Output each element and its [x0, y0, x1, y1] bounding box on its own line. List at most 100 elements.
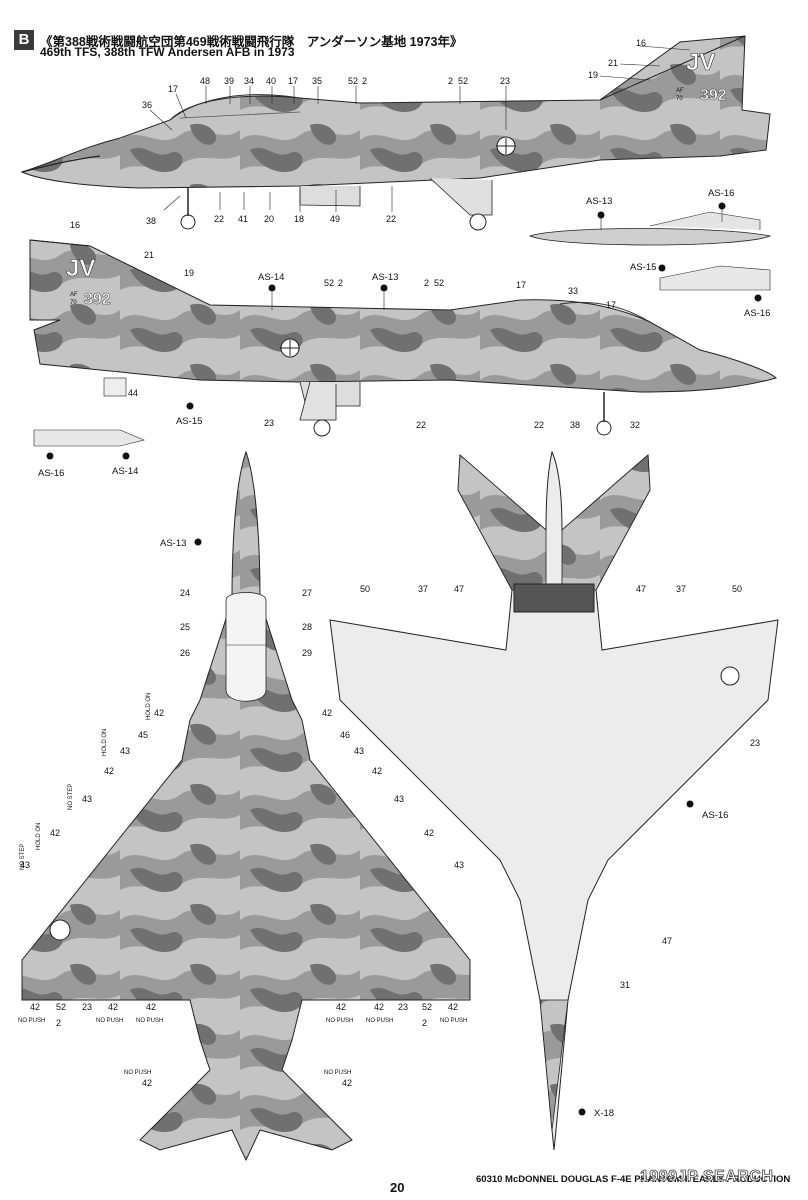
side-view-right — [29, 239, 777, 437]
title-japanese: 《第388戦術戦闘航空団第469戦術戦闘飛行隊 アンダーソン基地 1973年》 — [40, 35, 463, 49]
svg-text:HOLD ON: HOLD ON — [36, 823, 42, 850]
as15-label-1: AS-15 — [630, 262, 656, 273]
svg-text:50: 50 — [732, 584, 742, 594]
svg-text:39: 39 — [224, 76, 234, 86]
svg-text:2: 2 — [362, 76, 367, 86]
svg-text:22: 22 — [386, 214, 396, 224]
svg-text:42: 42 — [146, 1002, 156, 1012]
svg-text:AS-13: AS-13 — [372, 272, 398, 283]
svg-text:32: 32 — [630, 420, 640, 430]
as13-marker-top — [194, 538, 202, 546]
watermark: 1999JP SEARCH — [640, 1168, 774, 1186]
svg-text:NO PUSH: NO PUSH — [326, 1018, 353, 1024]
svg-text:16: 16 — [636, 38, 646, 48]
svg-text:48: 48 — [200, 76, 210, 86]
svg-text:22: 22 — [534, 420, 544, 430]
svg-text:50: 50 — [360, 584, 370, 594]
svg-text:42: 42 — [322, 708, 332, 718]
svg-text:34: 34 — [244, 76, 254, 86]
svg-text:HOLD ON: HOLD ON — [102, 729, 108, 756]
svg-text:2: 2 — [448, 76, 453, 86]
svg-text:22: 22 — [214, 214, 224, 224]
svg-text:35: 35 — [312, 76, 322, 86]
svg-text:52: 52 — [324, 278, 334, 288]
svg-text:42: 42 — [448, 1002, 458, 1012]
svg-text:40: 40 — [266, 76, 276, 86]
x18-marker — [578, 1108, 586, 1116]
svg-text:2: 2 — [422, 1018, 427, 1028]
svg-text:NO PUSH: NO PUSH — [136, 1018, 163, 1024]
svg-text:47: 47 — [662, 936, 672, 946]
svg-text:HOLD ON: HOLD ON — [146, 693, 152, 720]
svg-text:42: 42 — [108, 1002, 118, 1012]
svg-text:NO PUSH: NO PUSH — [96, 1018, 123, 1024]
svg-text:37: 37 — [676, 584, 686, 594]
svg-text:NO PUSH: NO PUSH — [366, 1018, 393, 1024]
svg-text:2: 2 — [56, 1018, 61, 1028]
step-badge: B — [14, 30, 34, 50]
svg-text:21: 21 — [144, 250, 154, 260]
tail-code-side1: JV — [686, 49, 715, 76]
as16-marker-bottom — [686, 800, 694, 808]
serial-side1: 392 — [700, 87, 727, 104]
svg-text:43: 43 — [120, 746, 130, 756]
svg-text:52: 52 — [56, 1002, 66, 1012]
svg-text:25: 25 — [180, 622, 190, 632]
svg-text:33: 33 — [568, 286, 578, 296]
callout-labels-side1: 17 48 39 34 40 17 35 52 2 2 52 23 36 19 … — [142, 38, 646, 226]
svg-text:17: 17 — [288, 76, 298, 86]
svg-text:22: 22 — [416, 420, 426, 430]
side-view-left — [20, 35, 771, 231]
as16-label-2: AS-16 — [744, 308, 770, 319]
svg-text:46: 46 — [340, 730, 350, 740]
as14-label-2: AS-14 — [112, 466, 138, 477]
svg-text:36: 36 — [142, 100, 152, 110]
svg-text:16: 16 — [70, 220, 80, 230]
svg-text:42: 42 — [154, 708, 164, 718]
svg-text:52: 52 — [422, 1002, 432, 1012]
svg-text:NO PUSH: NO PUSH — [324, 1070, 351, 1076]
svg-text:52: 52 — [348, 76, 358, 86]
missile-pylon-right — [658, 264, 771, 302]
svg-text:NO PUSH: NO PUSH — [440, 1018, 467, 1024]
svg-text:2: 2 — [338, 278, 343, 288]
callout-labels-side2: 16 21 19 AS-14 52 2 AS-13 2 52 17 33 17 … — [70, 220, 640, 430]
svg-text:23: 23 — [500, 76, 510, 86]
callouts-side2-marks — [186, 284, 388, 410]
svg-text:18: 18 — [294, 214, 304, 224]
svg-text:19: 19 — [588, 70, 598, 80]
svg-text:43: 43 — [354, 746, 364, 756]
rotated-stencils: HOLD ON HOLD ON NO STEP HOLD ON NO STEP — [20, 693, 152, 870]
svg-text:38: 38 — [146, 216, 156, 226]
svg-text:NO STEP: NO STEP — [20, 844, 26, 870]
svg-text:47: 47 — [454, 584, 464, 594]
svg-text:47: 47 — [636, 584, 646, 594]
svg-text:23: 23 — [750, 738, 760, 748]
svg-text:43: 43 — [454, 860, 464, 870]
serial-side2: 392 — [84, 291, 111, 308]
svg-text:42: 42 — [142, 1078, 152, 1088]
svg-text:38: 38 — [570, 420, 580, 430]
svg-text:23: 23 — [264, 418, 274, 428]
svg-text:26: 26 — [180, 648, 190, 658]
tail-code-side2: JV — [66, 255, 95, 282]
svg-text:17: 17 — [606, 300, 616, 310]
svg-text:42: 42 — [424, 828, 434, 838]
svg-text:42: 42 — [104, 766, 114, 776]
top-view — [21, 450, 471, 1162]
as13-label-1: AS-13 — [586, 196, 612, 207]
svg-text:AS-15: AS-15 — [176, 416, 202, 427]
svg-text:19: 19 — [184, 268, 194, 278]
svg-text:43: 43 — [394, 794, 404, 804]
bottom-view — [329, 450, 779, 1151]
svg-text:52: 52 — [458, 76, 468, 86]
svg-text:17: 17 — [516, 280, 526, 290]
tail-year-side2: 70 — [70, 300, 77, 306]
svg-text:2: 2 — [424, 278, 429, 288]
fuel-tank-side — [528, 202, 772, 246]
svg-text:43: 43 — [20, 860, 30, 870]
svg-text:45: 45 — [138, 730, 148, 740]
x18-label: X-18 — [594, 1108, 614, 1119]
tail-af-side1: AF — [676, 88, 684, 94]
